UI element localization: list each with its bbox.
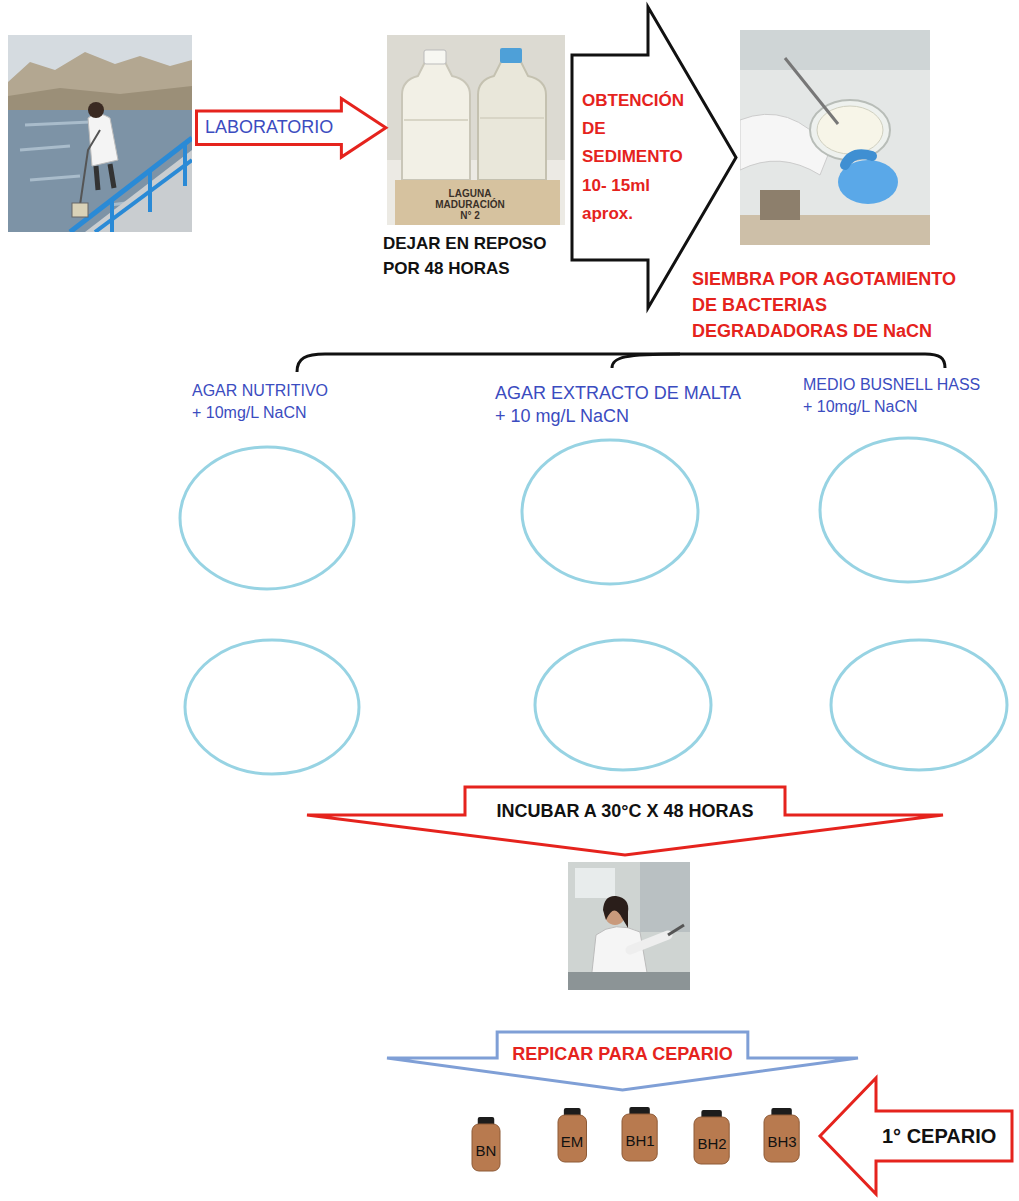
arrow-box: INCUBAR A 30°C X 48 HORAS xyxy=(305,785,945,857)
label-slot: LAGUNA MADURACIÓN N° 2 xyxy=(432,188,508,221)
medium-label: AGAR NUTRITIVO + 10mg/L NaCN xyxy=(192,380,340,423)
person-head xyxy=(88,102,104,118)
node-text: BH1 xyxy=(625,1132,654,1150)
bottle-cap xyxy=(424,50,446,64)
culture-bottle: BH1 xyxy=(621,1107,658,1162)
node-text: BH2 xyxy=(697,1135,726,1153)
node-text: 1° CEPARIO xyxy=(882,1124,996,1148)
agar xyxy=(817,106,883,154)
culture-bottle: EM xyxy=(557,1108,588,1163)
railing xyxy=(95,160,192,232)
petri-plate xyxy=(820,438,996,582)
petri-plate xyxy=(180,447,354,589)
person-hair xyxy=(603,896,628,928)
photo-ground xyxy=(740,30,930,245)
arrow-outline xyxy=(572,7,736,308)
culture-bottle: BH3 xyxy=(763,1108,800,1163)
node-text: INCUBAR A 30°C X 48 HORAS xyxy=(497,801,754,823)
medium-label: MEDIO BUSNELL HASS + 10mg/L NaCN xyxy=(803,374,989,417)
shelf xyxy=(740,30,930,70)
bottle-cap xyxy=(500,48,522,63)
lagoon-photo xyxy=(8,35,192,232)
petri-plate xyxy=(185,640,359,774)
node-text: REPICAR PARA CEPARIO xyxy=(512,1044,733,1066)
inoculation-loop xyxy=(785,58,838,124)
label-slot: AGAR NUTRITIVO + 10mg/L NaCN xyxy=(192,380,340,423)
arrow-box: LABORATORIO xyxy=(195,97,387,159)
label-slot: DEJAR EN REPOSO POR 48 HORAS xyxy=(383,232,558,281)
branch-bracket xyxy=(297,354,945,372)
lab-photo xyxy=(568,862,690,990)
sampler xyxy=(72,203,88,217)
person-arm xyxy=(630,935,668,950)
arrow-box: OBTENCIÓN DE SEDIMENTO 10- 15ml aprox. xyxy=(570,5,738,310)
pipette xyxy=(668,925,684,935)
cardboard-tag xyxy=(395,180,560,225)
arrow-box: 1° CEPARIO xyxy=(818,1076,1014,1196)
railing-post xyxy=(112,143,185,232)
liquid-level xyxy=(404,118,544,120)
node-text: BH3 xyxy=(767,1133,796,1151)
step-note: DEJAR EN REPOSO POR 48 HORAS xyxy=(383,232,558,281)
glove-fingers xyxy=(845,154,872,165)
culture-bottle: BN xyxy=(471,1117,501,1172)
node-text: BN xyxy=(476,1142,497,1160)
arrow-outline xyxy=(197,99,386,158)
person-coat xyxy=(88,114,118,166)
bench xyxy=(568,972,690,990)
bottle-body xyxy=(694,1117,729,1164)
bottle-body xyxy=(472,1124,500,1171)
bottle-body xyxy=(764,1115,799,1162)
arrow-box: REPICAR PARA CEPARIO xyxy=(385,1030,860,1092)
photo-ground xyxy=(8,35,192,232)
node-text: EM xyxy=(561,1133,584,1151)
sampling-rope xyxy=(80,130,100,205)
petri-plate xyxy=(522,440,698,584)
window xyxy=(575,868,615,898)
petri-plate xyxy=(535,640,711,770)
tag-text: LAGUNA MADURACIÓN N° 2 xyxy=(432,188,508,221)
person-legs xyxy=(96,164,114,190)
label-slot: SIEMBRA POR AGOTAMIENTO DE BACTERIAS DEG… xyxy=(692,266,974,344)
streaking-photo xyxy=(740,30,930,245)
sample-bottle xyxy=(478,62,546,180)
bottles-photo xyxy=(387,35,565,225)
photo-ground xyxy=(568,862,690,990)
arrow-outline xyxy=(820,1078,1012,1194)
burner xyxy=(760,190,800,220)
node-text: LABORATORIO xyxy=(205,117,333,139)
label-slot: AGAR EXTRACTO DE MALTA + 10 mg/L NaCN xyxy=(495,382,753,429)
branch-bracket xyxy=(612,354,680,368)
bottle-body xyxy=(558,1115,587,1162)
node-text: OBTENCIÓN DE SEDIMENTO 10- 15ml aprox. xyxy=(582,87,700,227)
cabinet xyxy=(640,862,690,932)
arrow-outline xyxy=(307,787,943,855)
label-slot: MEDIO BUSNELL HASS + 10mg/L NaCN xyxy=(803,374,989,417)
petri-dish xyxy=(810,100,890,160)
step-title: SIEMBRA POR AGOTAMIENTO DE BACTERIAS DEG… xyxy=(692,266,974,344)
arrow-outline xyxy=(387,1032,858,1090)
culture-bottle: BH2 xyxy=(693,1110,730,1165)
petri-plate xyxy=(831,640,1007,770)
medium-label: AGAR EXTRACTO DE MALTA + 10 mg/L NaCN xyxy=(495,382,753,429)
water-reflection xyxy=(20,122,150,205)
bottle-body xyxy=(622,1114,657,1161)
photo-ground xyxy=(387,35,565,225)
